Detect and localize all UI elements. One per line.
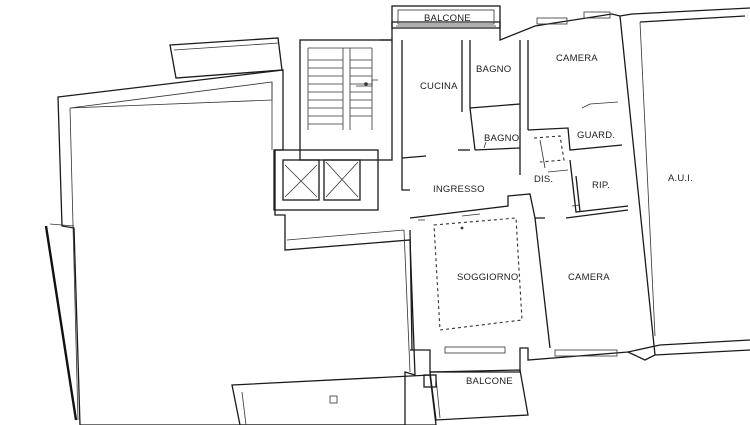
elevator-shafts xyxy=(273,149,379,211)
label-soggiorno: SOGGIORNO xyxy=(457,272,518,283)
label-balcone-bottom: BALCONE xyxy=(466,376,513,387)
label-bagno-1: BAGNO xyxy=(476,64,511,75)
partitions xyxy=(401,40,629,351)
dashed-lines xyxy=(433,135,565,331)
label-guardaroba: GUARD. xyxy=(577,130,615,141)
top-left-balcony xyxy=(169,37,283,79)
label-ingresso: INGRESSO xyxy=(433,184,485,195)
lower-structure xyxy=(231,374,437,425)
left-railing xyxy=(44,223,78,421)
apartment-outline xyxy=(380,5,656,373)
label-aui: A.U.I. xyxy=(668,173,693,184)
door-marks xyxy=(364,82,487,230)
label-camera-2: CAMERA xyxy=(568,272,610,283)
left-building-outline xyxy=(57,69,416,425)
label-camera-1: CAMERA xyxy=(556,53,598,64)
label-ripostiglio: RIP. xyxy=(592,180,610,191)
label-balcone-top: BALCONE xyxy=(424,13,471,24)
label-cucina: CUCINA xyxy=(420,81,458,92)
stairwell xyxy=(299,39,393,161)
bottom-windows xyxy=(444,346,618,357)
aui-area xyxy=(619,7,750,356)
label-bagno-2: BAGNO xyxy=(484,133,519,144)
label-disimpegno: DIS. xyxy=(534,174,553,185)
